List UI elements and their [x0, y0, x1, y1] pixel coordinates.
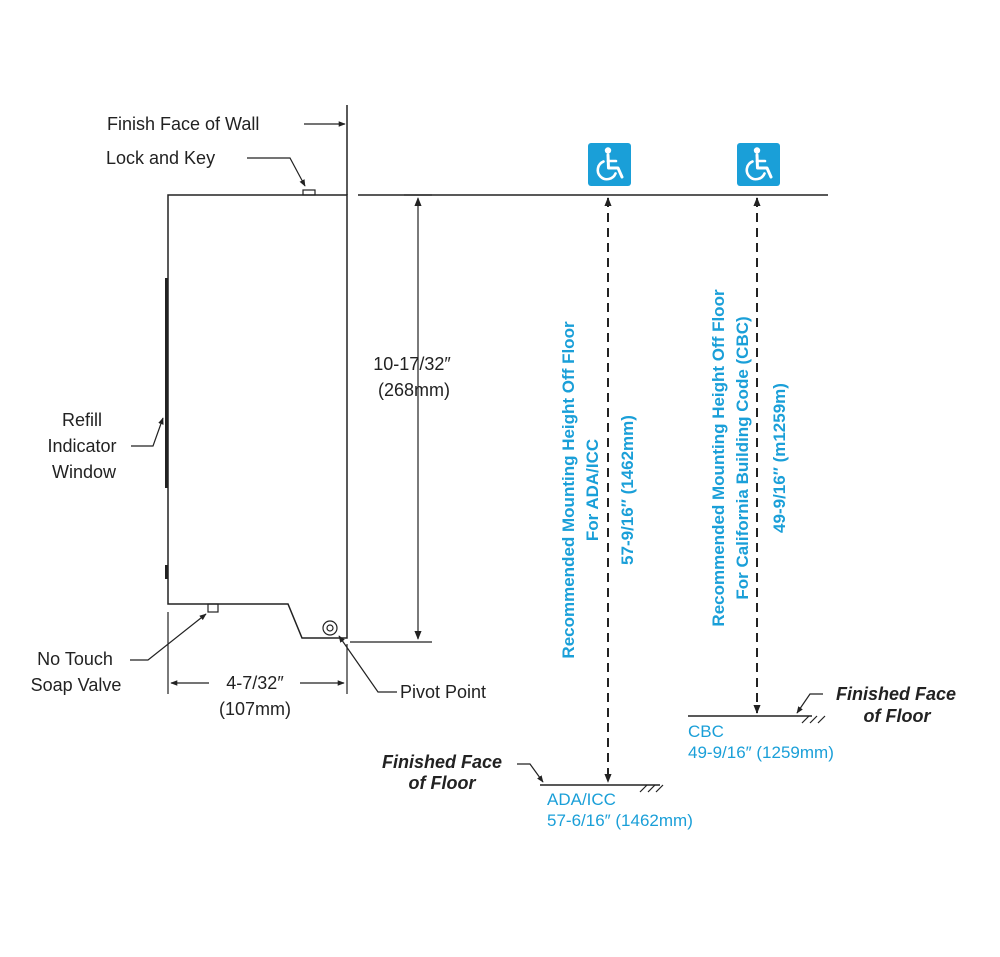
refill-indicator-window — [165, 278, 168, 488]
pivot-point-leader — [338, 635, 397, 693]
dispenser-body — [167, 194, 348, 639]
depth-dimension-mm: (107mm) — [219, 699, 291, 719]
body-side-notch — [165, 565, 168, 579]
pivot-point-label: Pivot Point — [400, 682, 486, 702]
ada-vertical-line3: 57-9/16″ (1462mm) — [618, 415, 637, 565]
refill-leader — [131, 417, 164, 447]
no-touch-leader — [130, 613, 207, 661]
ada-floor-hatch — [639, 784, 664, 793]
cbc-floor-label-line1: Finished Face — [836, 684, 956, 704]
cbc-vertical-line2: For California Building Code (CBC) — [733, 316, 752, 599]
cbc-caption-line1: CBC — [688, 722, 724, 741]
finish-face-of-wall-label: Finish Face of Wall — [107, 114, 259, 134]
cbc-wheelchair-icon — [737, 143, 780, 186]
cbc-vertical-line3: 49-9/16″ (m1259m) — [770, 383, 789, 533]
refill-label-line1: Refill — [62, 410, 102, 430]
lock-and-key-leader — [247, 157, 306, 187]
height-dimension-inches: 10-17/32″ — [373, 354, 451, 374]
cbc-floor-leader — [796, 693, 823, 714]
ada-vertical-label: Recommended Mounting Height Off Floor — [559, 321, 578, 659]
refill-label-line3: Window — [52, 462, 117, 482]
depth-dimension-inches: 4-7/32″ — [226, 673, 284, 693]
refill-label-line2: Indicator — [47, 436, 116, 456]
soap-valve-nozzle — [207, 603, 219, 613]
cbc-vertical-label: Recommended Mounting Height Off Floor — [709, 289, 728, 627]
ada-vertical-line2: For ADA/ICC — [583, 439, 602, 541]
ada-floor-leader — [517, 763, 544, 783]
height-dimension-mm: (268mm) — [378, 380, 450, 400]
lock-and-key-tab — [302, 189, 316, 196]
cbc-vertical-line1: Recommended Mounting Height Off Floor — [709, 289, 728, 627]
no-touch-label-line2: Soap Valve — [31, 675, 122, 695]
no-touch-label-line1: No Touch — [37, 649, 113, 669]
lock-and-key-label: Lock and Key — [106, 148, 215, 168]
cbc-caption-line2: 49-9/16″ (1259mm) — [688, 743, 834, 762]
cbc-floor-label-line2: of Floor — [864, 706, 932, 726]
pivot-point-icon — [322, 620, 338, 636]
cbc-floor-hatch — [801, 715, 826, 724]
ada-floor-label-line1: Finished Face — [382, 752, 502, 772]
ada-caption-line1: ADA/ICC — [547, 790, 616, 809]
ada-vertical-line1: Recommended Mounting Height Off Floor — [559, 321, 578, 659]
ada-floor-label-line2: of Floor — [409, 773, 477, 793]
ada-wheelchair-icon — [588, 143, 631, 186]
ada-caption-line2: 57-6/16″ (1462mm) — [547, 811, 693, 830]
